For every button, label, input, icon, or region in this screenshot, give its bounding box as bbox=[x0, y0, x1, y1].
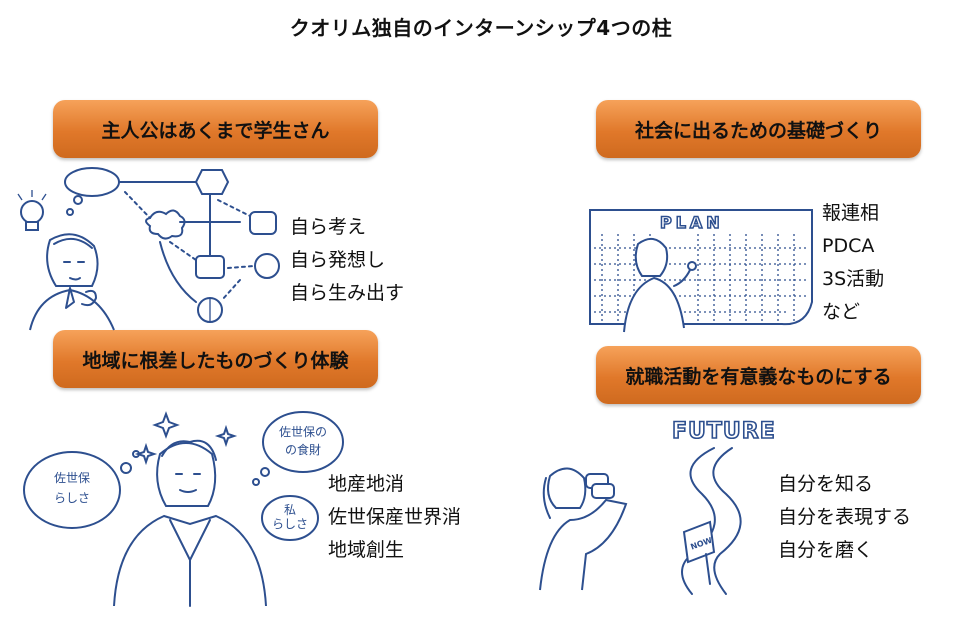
pillar-2-item: 3S活動 bbox=[822, 268, 885, 290]
pillar-1-item: 自ら考え bbox=[290, 216, 367, 238]
pillar-1-heading: 主人公はあくまで学生さん bbox=[101, 119, 330, 142]
pillar-1-item: 自ら発想し bbox=[290, 249, 386, 271]
pillar-4-items: 自分を知る 自分を表現する 自分を磨く bbox=[778, 468, 911, 567]
bubble-small-line1: 私 bbox=[284, 503, 296, 517]
pillar-2-heading-box: 社会に出るための基礎づくり bbox=[596, 100, 921, 158]
bubble-small-line2: らしさ bbox=[272, 517, 308, 531]
pillar-3-item: 地産地消 bbox=[328, 473, 405, 495]
pillar-3-item: 佐世保産世界消 bbox=[328, 506, 462, 528]
plan-board-illustration: PLAN bbox=[589, 209, 813, 333]
pillar-4-item: 自分を知る bbox=[778, 473, 874, 495]
pillar-2-item: など bbox=[822, 301, 861, 323]
pillar-2-item: 報連相 bbox=[822, 202, 880, 224]
pillar-3-item: 地域創生 bbox=[328, 539, 405, 561]
pillar-4-item: 自分を表現する bbox=[778, 506, 912, 528]
future-label: FUTURE bbox=[672, 419, 776, 444]
future-road-illustration: FUTURE NOW bbox=[539, 418, 776, 595]
pillar-2-items: 報連相 PDCA 3S活動 など bbox=[822, 197, 884, 329]
pillar-2-heading: 社会に出るための基礎づくり bbox=[634, 119, 882, 142]
pillar-4-item: 自分を磨く bbox=[778, 539, 874, 561]
pillar-2-item: PDCA bbox=[822, 235, 875, 257]
pillar-1-item: 自ら生み出す bbox=[290, 282, 405, 304]
pillar-4-heading: 就職活動を有意義なものにする bbox=[625, 365, 892, 388]
bubble-left-line2: らしさ bbox=[54, 491, 90, 505]
bubble-top-line2: の食財 bbox=[285, 442, 321, 457]
pillar-4-heading-box: 就職活動を有意義なものにする bbox=[596, 346, 921, 404]
page-title: クオリム独自のインターンシップ4つの柱 bbox=[289, 16, 673, 40]
pillar-3-heading-box: 地域に根差したものづくり体験 bbox=[53, 330, 378, 388]
local-person-illustration: 佐世保 らしさ 佐世保の の食財 私 らしさ bbox=[23, 411, 344, 607]
pillar-3-items: 地産地消 佐世保産世界消 地域創生 bbox=[328, 468, 461, 567]
pillar-1-heading-box: 主人公はあくまで学生さん bbox=[53, 100, 378, 158]
pillar-3-heading: 地域に根差したものづくり体験 bbox=[82, 349, 349, 372]
plan-label: PLAN bbox=[660, 213, 724, 232]
thinking-student-illustration bbox=[17, 167, 280, 331]
bubble-left-line1: 佐世保 bbox=[54, 471, 90, 485]
bubble-top-line1: 佐世保の bbox=[279, 425, 327, 439]
pillar-1-items: 自ら考え 自ら発想し 自ら生み出す bbox=[290, 211, 404, 310]
